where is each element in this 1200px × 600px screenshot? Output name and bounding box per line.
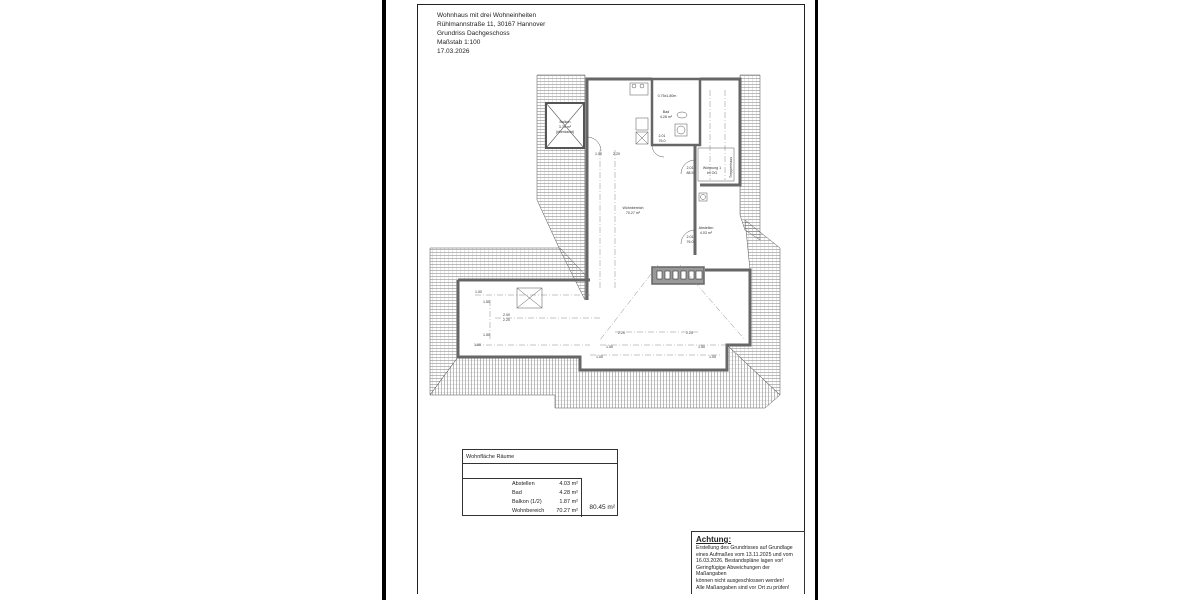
height-label: 1.00 bbox=[474, 343, 481, 347]
door-height: 76.0 bbox=[687, 240, 694, 244]
date: 17.03.2026 bbox=[437, 48, 470, 55]
room-area: 70.27 m² bbox=[556, 508, 578, 514]
height-label: 1.00 bbox=[475, 290, 482, 294]
chimney-cells bbox=[656, 270, 703, 280]
room-name: Balkon (1/2) bbox=[512, 499, 542, 505]
right-frame-bar bbox=[815, 0, 818, 600]
height-label: 1.00 bbox=[596, 355, 603, 359]
project-title: Wohnhaus mit drei Wohneinheiten bbox=[437, 12, 537, 19]
height-label: 1.50 bbox=[606, 345, 613, 349]
living-area-table: Wohnfläche Räume Abstellen 4.03 m² Bad 4.2… bbox=[462, 449, 618, 517]
balcony bbox=[545, 102, 585, 149]
drawing-sheet bbox=[417, 4, 805, 594]
note-line: können nicht ausgeschlossen werden! bbox=[696, 577, 784, 584]
left-frame-bar bbox=[382, 0, 386, 600]
door-height: 88.5 bbox=[687, 171, 694, 175]
bath-area: 4.28 m² bbox=[660, 115, 673, 119]
balcony-name: Balkon bbox=[560, 120, 571, 124]
table-title: Wohnfläche Räume bbox=[463, 450, 617, 464]
scale: Maßstab 1:100 bbox=[437, 39, 481, 46]
balcony-note: (überdacht) bbox=[556, 130, 574, 134]
note-line: 16.03.2026. Bestandspläne lagen vor! bbox=[696, 558, 784, 565]
window-size: 0.75x1.80m bbox=[658, 94, 677, 98]
room-area: 1.87 m² bbox=[559, 499, 578, 505]
height-label: 2.20 bbox=[613, 152, 620, 156]
room-name: Bad bbox=[512, 490, 522, 496]
apartment-name: Wohnung 1 bbox=[703, 166, 721, 170]
storage-name: Abstellen bbox=[699, 226, 714, 230]
note-line: Erstellung des Grundrisses auf Grundlage bbox=[696, 545, 793, 551]
roof-lines bbox=[475, 90, 746, 356]
note-line: eines Aufmaßes vom 13.11.2025 und vom bbox=[696, 551, 793, 558]
title-block: Wohnhaus mit drei Wohneinheiten Rühlmann… bbox=[437, 11, 545, 56]
note-heading: Achtung: bbox=[696, 535, 732, 544]
height-label: 2.00 bbox=[503, 313, 510, 317]
table-row: Bad 4.28 m² bbox=[462, 490, 581, 499]
height-label: 2.20 bbox=[618, 331, 625, 335]
skylight bbox=[516, 287, 543, 309]
height-label: 2.20 bbox=[503, 318, 510, 322]
address: Rühlmannstraße 11, 30167 Hannover bbox=[437, 21, 546, 28]
height-label: 1.00 bbox=[595, 152, 602, 156]
apartment-sub: im OG bbox=[707, 171, 718, 175]
note-line: Geringfügige Abweichungen der Maßangaben bbox=[696, 564, 770, 578]
total-area: 80.45 m² bbox=[589, 504, 615, 511]
table-row: Balkon (1/2) 1.87 m² bbox=[462, 499, 581, 508]
drawing-title: Grundriss Dachgeschoss bbox=[437, 30, 510, 37]
note-line: Alle Maßangaben sind vor Ort zu prüfen! bbox=[696, 584, 790, 591]
height-label: 1.50 bbox=[483, 333, 490, 337]
door-width: 2.01 bbox=[687, 235, 694, 239]
fixtures bbox=[629, 82, 735, 202]
room-area: 4.03 m² bbox=[559, 481, 578, 487]
height-label: 1.00 bbox=[709, 355, 716, 359]
height-labels: 1.00 1.50 2.00 2.20 2.20 1.50 1.00 2.20 … bbox=[474, 152, 716, 359]
storage-area: 4.03 m² bbox=[700, 231, 713, 235]
bath-name: Bad bbox=[663, 110, 669, 114]
table-row: Abstellen 4.03 m² bbox=[462, 481, 581, 490]
doors bbox=[586, 136, 696, 245]
height-label: 1.50 bbox=[483, 300, 490, 304]
door-height: 76.0 bbox=[659, 139, 666, 143]
walls bbox=[456, 77, 752, 372]
living-area: 70.27 m² bbox=[626, 211, 641, 215]
room-name: Abstellen bbox=[512, 481, 535, 487]
balcony-area: 3.74 m² bbox=[559, 125, 572, 129]
room-name: Wohnbereich bbox=[512, 508, 545, 514]
living-name: Wohnbereich bbox=[622, 206, 643, 210]
table-row: Wohnbereich 70.27 m² bbox=[462, 508, 581, 517]
door-width: 2.01 bbox=[687, 166, 694, 170]
disclaimer-note: Achtung: Erstellung des Grundrisses auf … bbox=[691, 531, 805, 594]
height-label: 2.20 bbox=[686, 331, 693, 335]
room-area: 4.28 m² bbox=[559, 490, 578, 496]
door-width: 2.01 bbox=[659, 134, 666, 138]
stairwell-label: Treppenhaus bbox=[729, 157, 733, 178]
height-label: 1.50 bbox=[698, 345, 705, 349]
